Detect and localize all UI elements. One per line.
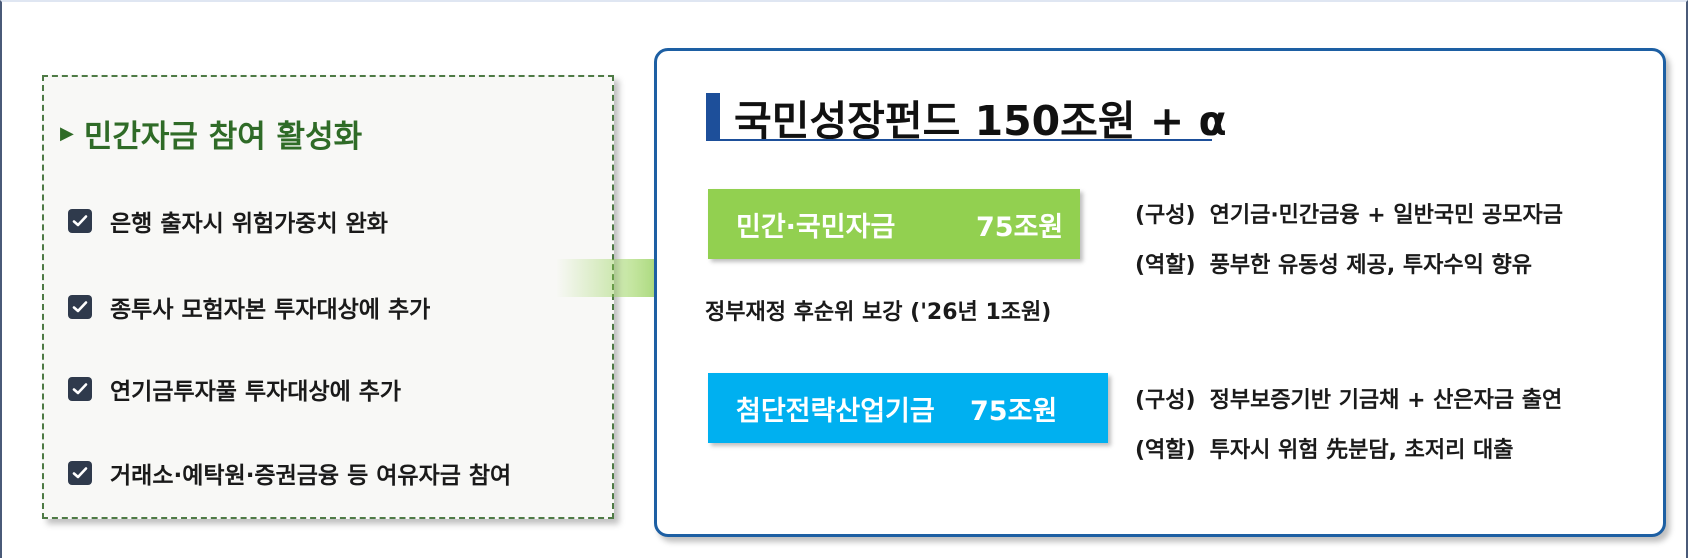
- title-accent-bar: [706, 93, 720, 141]
- list-item: 은행 출자시 위험가중치 완화: [68, 203, 388, 239]
- checkbox-checked-icon: [68, 209, 92, 233]
- private-fund-note: 정부재정 후순위 보강 ('26년 1조원): [705, 300, 1052, 325]
- list-item: 종투사 모험자본 투자대상에 추가: [68, 289, 430, 325]
- list-item-label: 거래소·예탁원·증권금융 등 여유자금 참여: [110, 463, 512, 489]
- list-item-label: 은행 출자시 위험가중치 완화: [110, 211, 388, 237]
- checkbox-checked-icon: [68, 461, 92, 485]
- composition-text: 연기금·민간금융 + 일반국민 공모자금: [1209, 203, 1563, 228]
- strategic-fund-role: (역할) 투자시 위험 先분담, 초저리 대출: [1135, 431, 1513, 465]
- role-text: 풍부한 유동성 제공, 투자수익 향유: [1209, 253, 1532, 278]
- private-funds-panel: [42, 75, 614, 519]
- list-item: 거래소·예탁원·증권금융 등 여유자금 참여: [68, 455, 511, 491]
- strategic-fund-composition: (구성) 정부보증기반 기금채 + 산은자금 출연: [1135, 381, 1562, 415]
- private-funds-heading: ▶ 민간자금 참여 활성화: [60, 113, 363, 155]
- composition-tag: (구성): [1135, 203, 1196, 228]
- strategic-fund-label: 첨단전략산업기금: [736, 395, 935, 427]
- role-tag: (역할): [1135, 253, 1196, 278]
- role-text: 투자시 위험 先분담, 초저리 대출: [1209, 438, 1514, 463]
- private-fund-role: (역할) 풍부한 유동성 제공, 투자수익 향유: [1135, 246, 1532, 280]
- composition-tag: (구성): [1135, 388, 1196, 413]
- private-fund-composition: (구성) 연기금·민간금융 + 일반국민 공모자금: [1135, 196, 1563, 230]
- private-fund-label: 민간·국민자금: [736, 211, 896, 243]
- checkbox-checked-icon: [68, 377, 92, 401]
- fund-title: 국민성장펀드 150조원 + α: [734, 97, 1227, 145]
- private-funds-title: 민간자금 참여 활성화: [83, 118, 363, 155]
- strategic-fund-box: 첨단전략산업기금 75조원: [708, 373, 1108, 443]
- triangle-bullet-icon: ▶: [60, 122, 74, 144]
- list-item-label: 종투사 모험자본 투자대상에 추가: [110, 297, 431, 323]
- role-tag: (역할): [1135, 438, 1196, 463]
- composition-text: 정부보증기반 기금채 + 산은자금 출연: [1209, 388, 1563, 413]
- strategic-fund-amount: 75조원: [970, 395, 1058, 427]
- checkbox-checked-icon: [68, 295, 92, 319]
- national-growth-fund-panel: [654, 48, 1666, 537]
- private-fund-box: 민간·국민자금 75조원: [708, 189, 1080, 259]
- private-fund-amount: 75조원: [976, 211, 1064, 243]
- fund-heading: 국민성장펀드 150조원 + α: [706, 93, 1227, 145]
- list-item-label: 연기금투자풀 투자대상에 추가: [110, 379, 402, 405]
- title-underline: [706, 139, 1212, 141]
- list-item: 연기금투자풀 투자대상에 추가: [68, 371, 401, 407]
